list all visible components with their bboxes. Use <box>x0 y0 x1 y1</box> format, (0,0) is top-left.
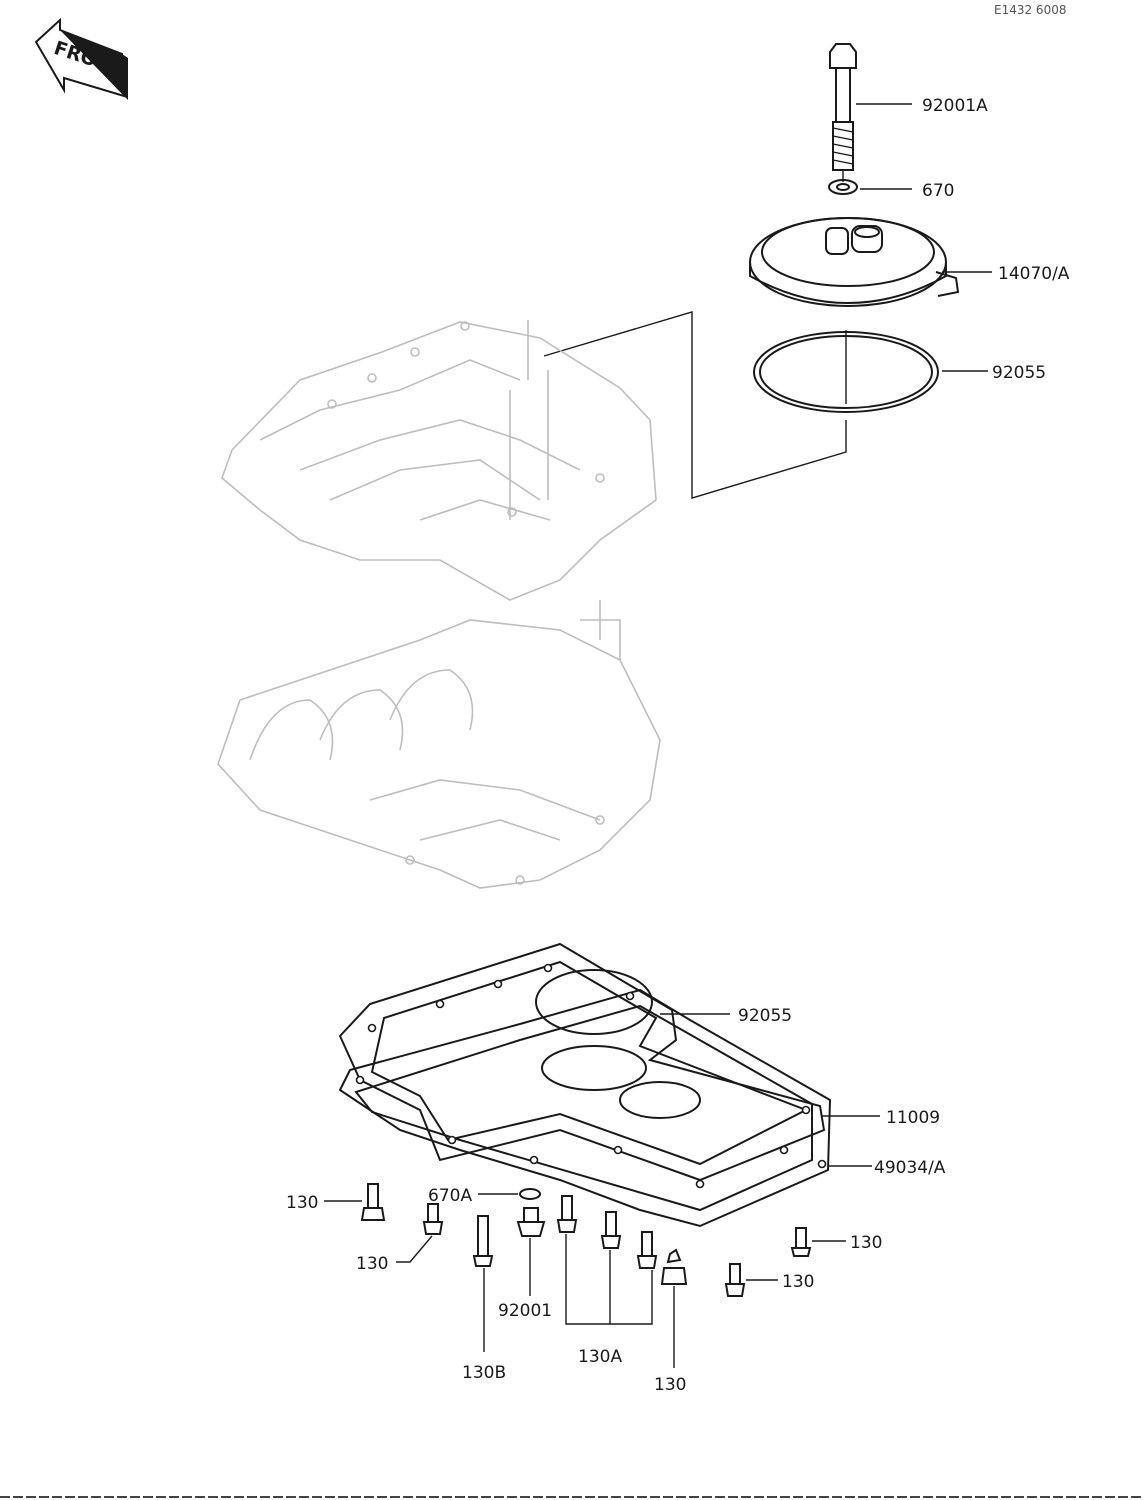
gasket-icon <box>338 942 826 1182</box>
washer-670-icon <box>828 179 858 195</box>
bolt-130-right1-icon <box>790 1227 812 1257</box>
callout-92055-pan: 92055 <box>738 1006 792 1026</box>
bolts-130a-icon <box>556 1195 658 1269</box>
assembly-lead-lines <box>543 170 847 499</box>
bolt-130-bottom-icon <box>660 1248 688 1285</box>
bolt-92001-icon <box>516 1207 546 1237</box>
crankcase-lower-icon <box>217 600 661 889</box>
callout-92055-top: 92055 <box>992 363 1046 383</box>
callout-670: 670 <box>922 181 954 201</box>
callout-130-bottom: 130 <box>654 1375 686 1395</box>
oil-filter-cover-icon <box>749 217 960 307</box>
bolt-130b-icon <box>472 1215 494 1267</box>
crankcase-upper-icon <box>221 320 657 601</box>
callout-14070a: 14070/A <box>998 264 1070 284</box>
washer-670a-icon <box>519 1188 541 1200</box>
callout-130-left: 130 <box>286 1193 318 1213</box>
callout-130-left2: 130 <box>356 1254 388 1274</box>
callout-92001: 92001 <box>498 1301 552 1321</box>
callout-130b: 130B <box>462 1363 506 1383</box>
callout-130-right1: 130 <box>850 1233 882 1253</box>
callout-11009: 11009 <box>886 1108 940 1128</box>
callout-49034a: 49034/A <box>874 1158 946 1178</box>
callout-130-right2: 130 <box>782 1272 814 1292</box>
bolt-130-right2-icon <box>724 1263 746 1297</box>
callout-130a: 130A <box>578 1347 622 1367</box>
pan-bolt-holes <box>355 963 827 1189</box>
bolt-130-left-icon <box>360 1183 386 1221</box>
callout-670a: 670A <box>428 1186 472 1206</box>
front-arrow-icon: FRONT <box>34 17 128 100</box>
bolt-92001a-icon <box>829 43 857 171</box>
callout-92001a: 92001A <box>922 96 988 116</box>
bolt-130-left2-icon <box>422 1203 444 1235</box>
reference-code: E1432 6008 <box>994 3 1066 17</box>
